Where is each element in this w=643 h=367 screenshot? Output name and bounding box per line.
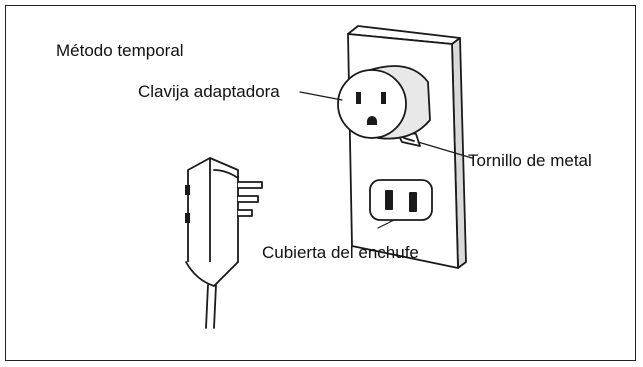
label-outlet-cover: Cubierta del enchufe <box>262 243 419 262</box>
wall-outlet-plate <box>347 25 467 269</box>
figure-border <box>5 5 636 361</box>
label-adapter-plug: Clavija adaptadora <box>138 82 280 101</box>
plug-in-device <box>185 157 263 329</box>
leader-screw <box>417 141 473 159</box>
label-metal-screw: Tornillo de metal <box>468 151 592 170</box>
leader-adapter <box>299 91 343 101</box>
diagram-title: Método temporal <box>56 41 184 60</box>
leader-lines <box>299 91 473 229</box>
adapter-plug <box>337 65 431 140</box>
outlet-cover <box>369 179 433 221</box>
leader-cover <box>377 219 395 229</box>
